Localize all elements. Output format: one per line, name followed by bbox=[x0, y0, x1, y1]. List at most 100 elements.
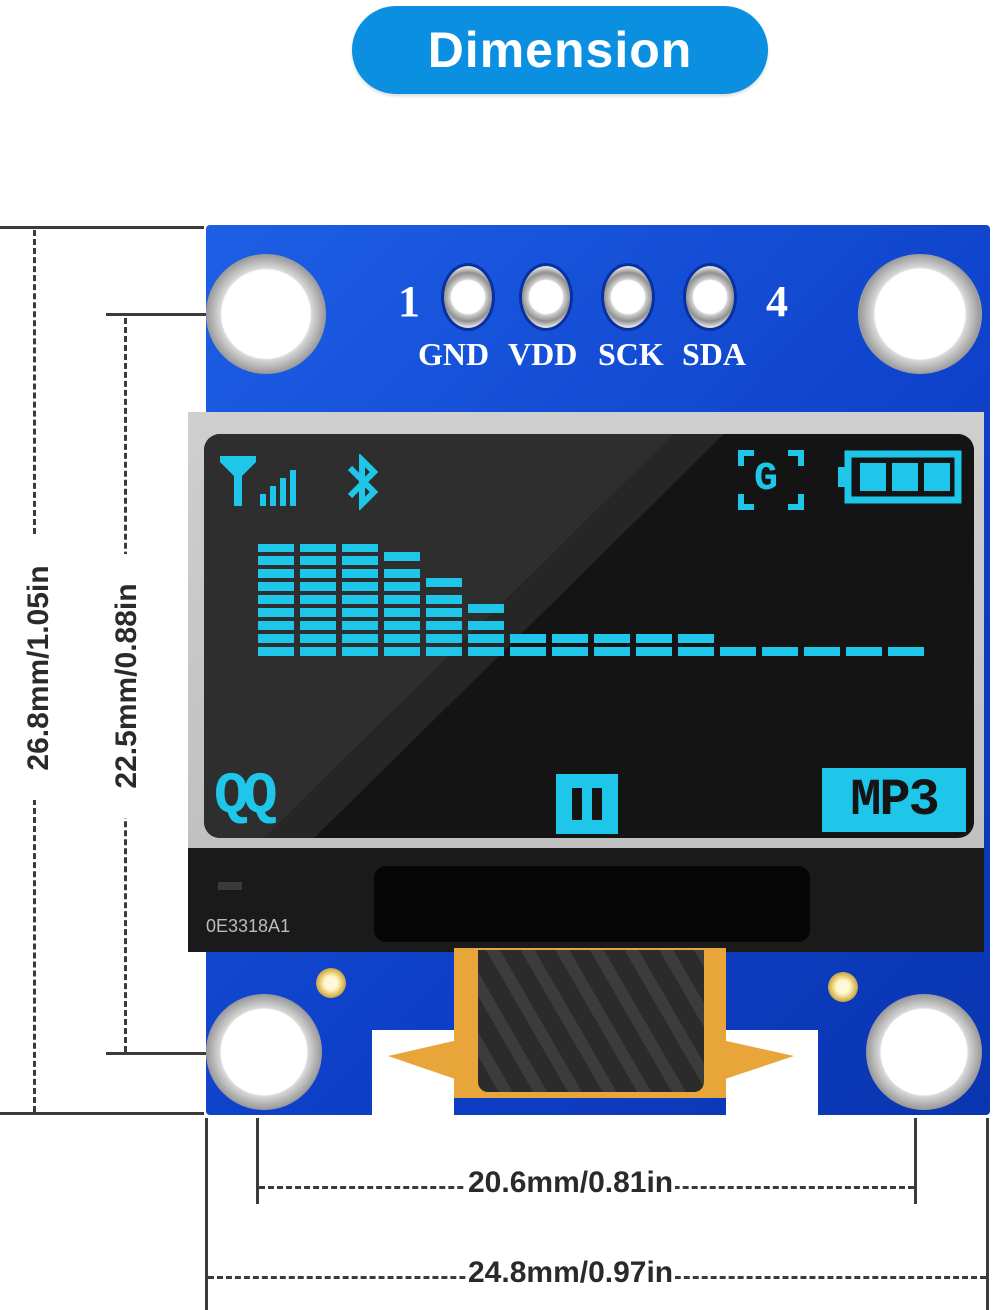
hole-height-top-tick bbox=[106, 313, 206, 316]
equalizer-segment bbox=[678, 634, 714, 643]
equalizer-segment bbox=[384, 647, 420, 656]
equalizer-segment bbox=[468, 647, 504, 656]
driver-ic-strip bbox=[374, 866, 810, 942]
equalizer-segment bbox=[342, 569, 378, 578]
equalizer-segment bbox=[426, 647, 462, 656]
equalizer-segment bbox=[258, 608, 294, 617]
mp3-badge: MP3 bbox=[822, 768, 966, 832]
equalizer-segment bbox=[300, 582, 336, 591]
overall-width-left-tick bbox=[205, 1118, 208, 1310]
equalizer-segment bbox=[468, 621, 504, 630]
equalizer-segment bbox=[552, 634, 588, 643]
equalizer-segment bbox=[342, 556, 378, 565]
chip-code: 0E3318A1 bbox=[206, 916, 291, 936]
header-pin-gnd bbox=[444, 266, 492, 328]
equalizer-segment bbox=[762, 647, 798, 656]
equalizer-segment bbox=[258, 582, 294, 591]
equalizer-segment bbox=[300, 608, 336, 617]
mp3-label: MP3 bbox=[850, 770, 940, 830]
hole-width-right-tick bbox=[914, 1118, 917, 1204]
equalizer-segment bbox=[384, 608, 420, 617]
equalizer-segment bbox=[846, 647, 882, 656]
equalizer-segment bbox=[888, 647, 924, 656]
solder-pad-right bbox=[828, 972, 858, 1002]
hole-width-label: 20.6mm/0.81in bbox=[466, 1166, 676, 1200]
equalizer-segment bbox=[342, 621, 378, 630]
pin-label-gnd: GND bbox=[418, 336, 490, 372]
equalizer-segment bbox=[468, 634, 504, 643]
equalizer-segment bbox=[258, 544, 294, 552]
header-pin-sck bbox=[604, 266, 652, 328]
equalizer-segment bbox=[342, 608, 378, 617]
hole-height-bottom-tick bbox=[106, 1052, 206, 1055]
oled-screen: G QQ MP3 bbox=[204, 434, 974, 838]
equalizer-segment bbox=[552, 647, 588, 656]
equalizer-segment bbox=[258, 556, 294, 565]
equalizer-segment bbox=[384, 569, 420, 578]
page-title: Dimension bbox=[427, 22, 693, 78]
equalizer-segment bbox=[258, 621, 294, 630]
equalizer-segment bbox=[426, 621, 462, 630]
hole-width-left-tick bbox=[256, 1118, 259, 1204]
hole-height-label: 22.5mm/0.88in bbox=[110, 554, 144, 818]
overall-height-bottom-tick bbox=[0, 1112, 204, 1115]
overall-height-label: 26.8mm/1.05in bbox=[22, 536, 56, 800]
equalizer-segment bbox=[426, 608, 462, 617]
pin-number-end: 4 bbox=[766, 277, 788, 326]
equalizer-segment bbox=[300, 556, 336, 565]
equalizer-segment bbox=[300, 569, 336, 578]
gps-letter: G bbox=[754, 457, 779, 502]
pin-label-sck: SCK bbox=[598, 336, 664, 372]
battery-cell bbox=[892, 463, 918, 491]
battery-cell bbox=[860, 463, 886, 491]
antenna-icon bbox=[220, 456, 296, 506]
pause-icon bbox=[556, 774, 618, 834]
solder-pad-left bbox=[316, 968, 346, 998]
equalizer-segment bbox=[342, 595, 378, 604]
mounting-hole-top-left bbox=[206, 254, 326, 374]
equalizer-segment bbox=[636, 634, 672, 643]
equalizer-segment bbox=[510, 634, 546, 643]
equalizer-segment bbox=[384, 552, 420, 561]
equalizer-graphic bbox=[258, 544, 924, 656]
equalizer-segment bbox=[720, 647, 756, 656]
overall-width-label: 24.8mm/0.97in bbox=[466, 1256, 676, 1290]
pin-label-vdd: VDD bbox=[508, 336, 578, 372]
equalizer-segment bbox=[300, 647, 336, 656]
header-pin-sda bbox=[686, 266, 734, 328]
header-pin-vdd bbox=[522, 266, 570, 328]
equalizer-segment bbox=[258, 595, 294, 604]
equalizer-segment bbox=[258, 569, 294, 578]
gps-icon: G bbox=[738, 450, 804, 510]
equalizer-segment bbox=[384, 595, 420, 604]
mounting-hole-bottom-left bbox=[206, 994, 322, 1110]
battery-cell bbox=[924, 463, 950, 491]
overall-width-right-tick bbox=[986, 1118, 989, 1310]
logo-mark bbox=[218, 882, 242, 890]
equalizer-segment bbox=[510, 647, 546, 656]
equalizer-segment bbox=[342, 634, 378, 643]
equalizer-segment bbox=[594, 634, 630, 643]
equalizer-segment bbox=[426, 578, 462, 587]
equalizer-segment bbox=[426, 595, 462, 604]
mounting-hole-top-right bbox=[858, 254, 982, 374]
equalizer-segment bbox=[258, 634, 294, 643]
battery-icon bbox=[838, 450, 962, 504]
equalizer-segment bbox=[426, 634, 462, 643]
pin-number-start: 1 bbox=[398, 277, 420, 326]
equalizer-segment bbox=[384, 621, 420, 630]
equalizer-segment bbox=[636, 647, 672, 656]
equalizer-segment bbox=[342, 647, 378, 656]
equalizer-segment bbox=[594, 647, 630, 656]
equalizer-segment bbox=[678, 647, 714, 656]
flex-cable-dark bbox=[478, 950, 704, 1092]
equalizer-segment bbox=[300, 621, 336, 630]
bluetooth-icon bbox=[347, 454, 379, 510]
equalizer-segment bbox=[342, 582, 378, 591]
qq-label: QQ bbox=[214, 765, 278, 830]
equalizer-segment bbox=[258, 647, 294, 656]
overall-height-top-tick bbox=[0, 226, 204, 229]
equalizer-segment bbox=[300, 634, 336, 643]
mounting-hole-bottom-right bbox=[866, 994, 982, 1110]
equalizer-segment bbox=[384, 582, 420, 591]
